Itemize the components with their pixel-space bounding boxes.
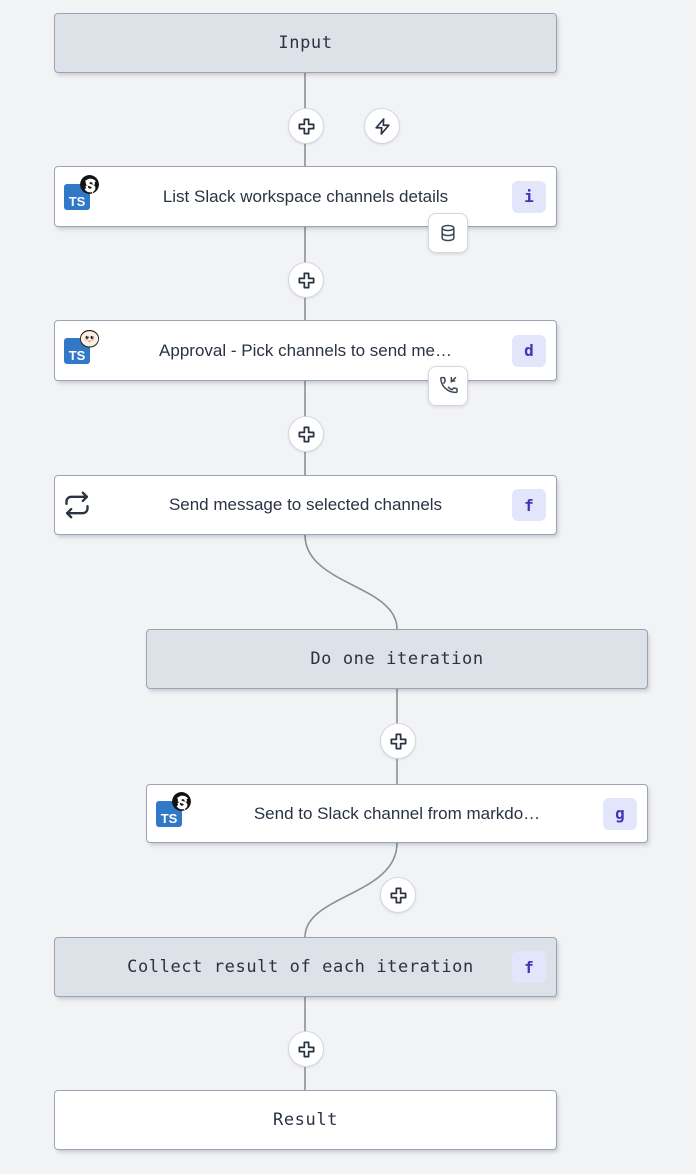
deno-icon (80, 174, 99, 194)
node-do-one-iteration-label: Do one iteration (310, 649, 484, 669)
node-do-one-iteration[interactable]: Do one iteration (146, 629, 648, 689)
add-after-input-button[interactable] (288, 108, 324, 144)
add-after-list-channels-button[interactable] (288, 262, 324, 298)
plus-icon (298, 272, 314, 288)
plus-icon (298, 118, 314, 134)
node-input[interactable]: Input (54, 13, 557, 73)
typescript-icon: TS (156, 791, 191, 827)
node-list-slack-channels[interactable]: TS List Slack workspace channels details… (54, 166, 557, 227)
node-approval-pick-channels-icon: TS (55, 321, 99, 380)
node-input-label: Input (278, 33, 333, 53)
forloop-icon (65, 491, 89, 519)
add-after-send-to-slack-button[interactable] (380, 877, 416, 913)
bun-icon (80, 329, 99, 348)
add-after-do-one-iteration-button[interactable] (380, 723, 416, 759)
node-send-message-icon (55, 476, 99, 534)
node-approval-pick-channels[interactable]: TS Approval - Pick channels to send me… (54, 320, 557, 381)
node-list-slack-channels-label: List Slack workspace channels details (162, 186, 449, 206)
node-result-label: Result (272, 1110, 338, 1130)
add-after-approval-button[interactable] (288, 416, 324, 452)
deno-icon (172, 791, 191, 811)
node-approval-pick-channels-label: Approval - Pick channels to send me… (159, 340, 452, 360)
plus-icon (390, 733, 406, 749)
plus-icon (298, 1041, 314, 1057)
node-send-to-slack-icon: TS (147, 785, 191, 842)
node-collect-result[interactable]: Collect result of each iteration f (54, 937, 557, 997)
node-result[interactable]: Result (54, 1090, 557, 1150)
node-list-slack-channels-icon: TS (55, 167, 99, 226)
add-after-collect-result-button[interactable] (288, 1031, 324, 1067)
edge-send-to-iteration (304, 534, 398, 630)
phone-incoming-icon[interactable] (428, 366, 468, 406)
node-list-slack-channels-badge[interactable]: i (512, 180, 546, 213)
node-send-message-selected-channels[interactable]: Send message to selected channels f (54, 475, 557, 535)
trigger-after-input-button[interactable] (364, 108, 400, 144)
database-icon[interactable] (428, 213, 468, 253)
node-send-to-slack-label: Send to Slack channel from markdo… (253, 803, 541, 823)
typescript-icon: TS (64, 329, 99, 364)
plus-icon (298, 426, 314, 442)
node-send-to-slack-from-markdown[interactable]: TS Send to Slack channel from markdo… g (146, 784, 648, 843)
node-approval-pick-channels-badge[interactable]: d (512, 334, 546, 367)
node-collect-result-badge[interactable]: f (512, 951, 546, 983)
plus-icon (390, 887, 406, 903)
node-send-message-label: Send message to selected channels (168, 495, 443, 514)
node-collect-result-label: Collect result of each iteration (127, 957, 474, 977)
node-send-to-slack-badge[interactable]: g (603, 797, 637, 830)
lightning-icon (374, 117, 390, 135)
node-send-message-badge[interactable]: f (512, 489, 546, 521)
typescript-icon: TS (64, 174, 99, 210)
